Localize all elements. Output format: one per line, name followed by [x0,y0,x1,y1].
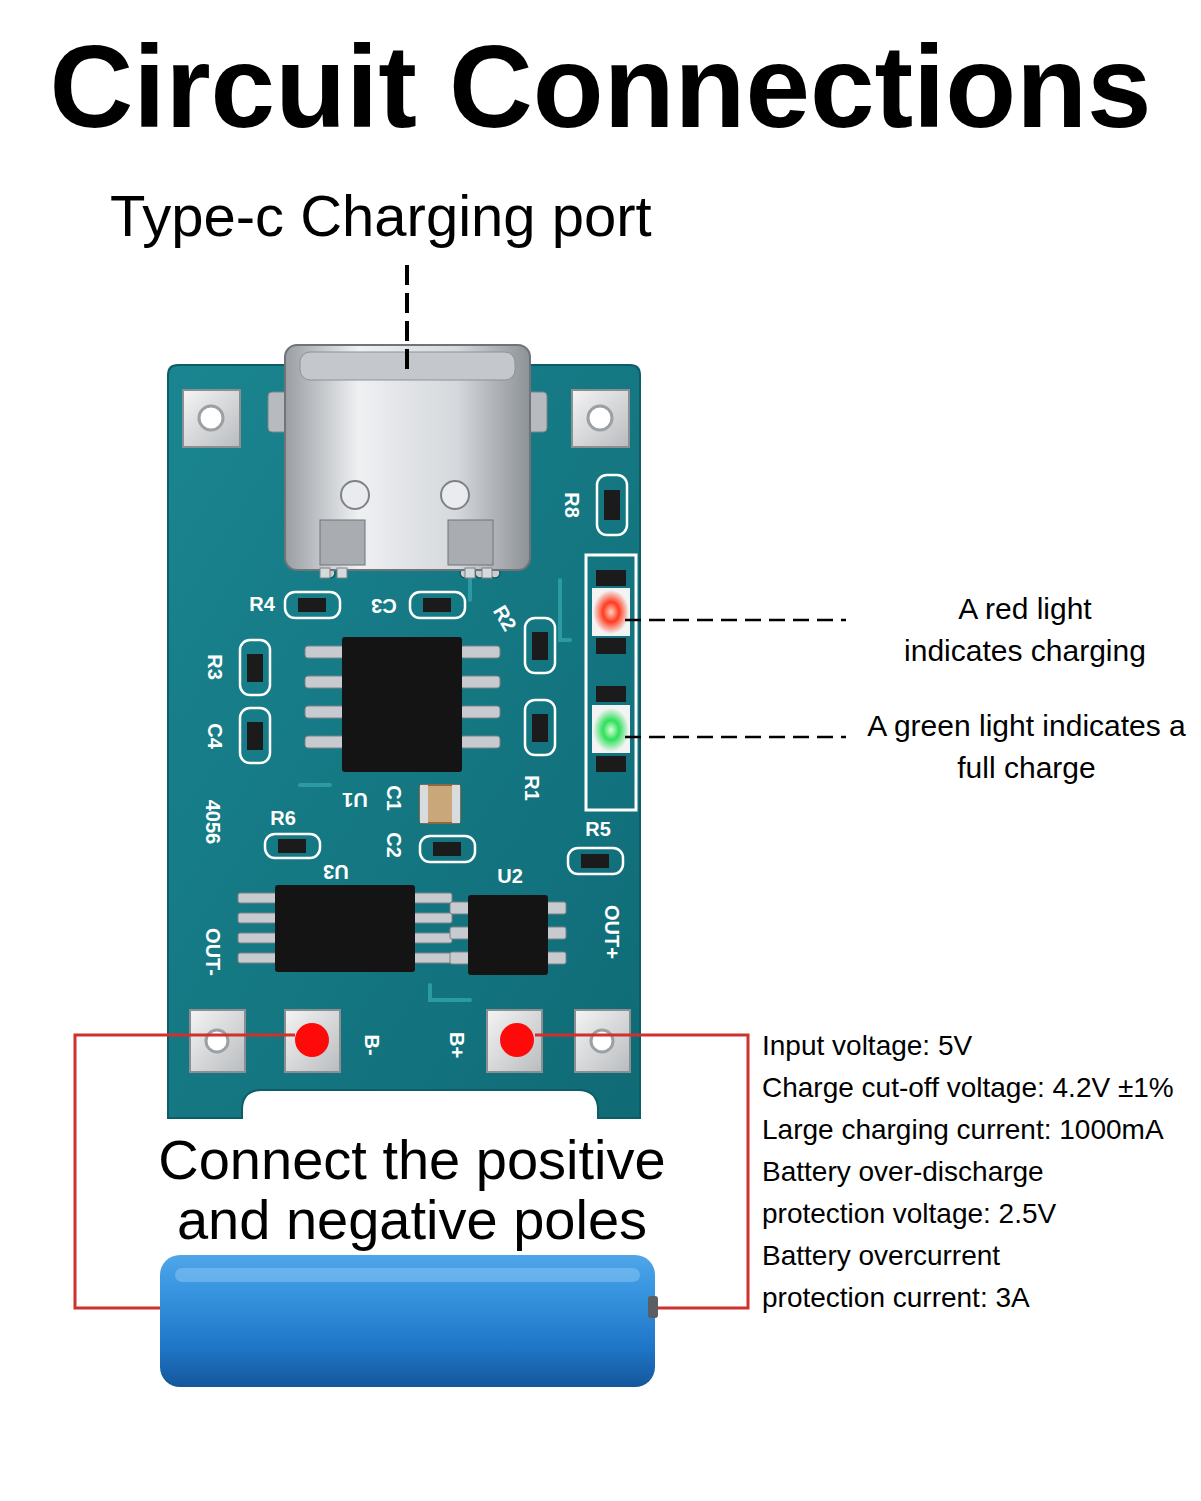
leader-line [625,736,846,739]
silkscreen-ref: C4 [204,723,226,749]
callout-label: A green light indicates a full charge [858,705,1195,789]
silkscreen-ref: U3 [323,861,349,883]
spec-line: Charge cut-off voltage: 4.2V ±1% [762,1067,1194,1109]
silkscreen-ref: 4056 [202,800,224,845]
connection-dot [295,1023,329,1057]
solder-pad [190,1010,630,1072]
silkscreen-ref: C1 [383,785,405,811]
mosfet-ic [238,885,452,972]
pin-name: B+ [446,1032,468,1058]
battery-cell [160,1255,658,1387]
instruction-note: Connect the positive and negative poles [132,1130,692,1250]
pin-name: B- [361,1034,383,1055]
smd-components [240,475,627,874]
silkscreen-ref: C3 [371,595,397,617]
pin-name: OUT- [202,928,224,976]
pin-name: OUT+ [601,905,623,959]
silkscreen-ref: R1 [521,775,543,801]
spec-line: Battery over-discharge protection voltag… [762,1151,1062,1235]
connection-dot [500,1023,534,1057]
silkscreen-ref: R3 [204,654,226,680]
callout-label: A red light indicates charging [899,588,1151,672]
spec-line: Battery overcurrent protection current: … [762,1235,1062,1319]
silkscreen-ref: R4 [249,593,275,615]
silkscreen-ref: R2 [489,601,521,634]
silkscreen-ref: C2 [383,832,405,858]
silkscreen-ref: U2 [497,865,523,887]
silkscreen-ref: R5 [585,818,611,840]
leader-line [405,265,409,372]
callout-label: Type-c Charging port [110,182,730,250]
silkscreen-ref: R8 [561,492,583,518]
silkscreen-ref: U1 [342,789,368,811]
usb-c-port [268,345,547,578]
spec-line: Input voltage: 5V [762,1025,1194,1067]
leader-line [625,619,846,622]
silkscreen-ref: R6 [270,807,296,829]
protection-ic [450,895,566,975]
charger-ic [305,637,500,772]
led-indicators [586,555,636,810]
spec-line: Large charging current: 1000mA [762,1109,1194,1151]
page-title: Circuit Connections [0,22,1201,152]
